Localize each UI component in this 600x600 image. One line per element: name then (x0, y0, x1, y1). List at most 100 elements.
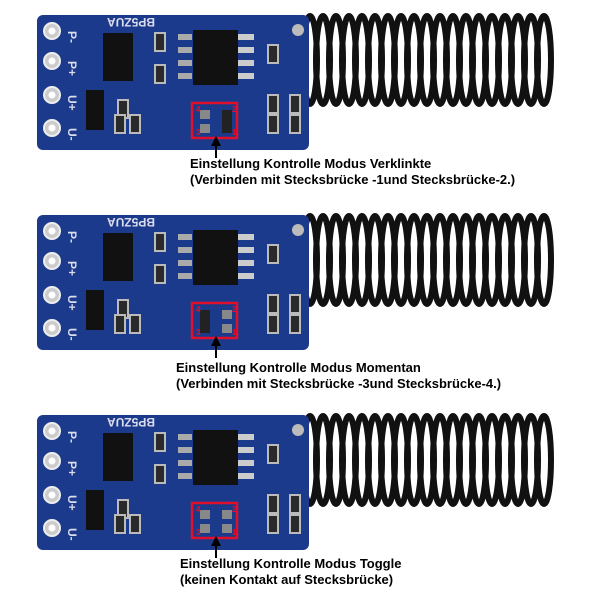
jumper-number: 4 (196, 505, 201, 514)
smd-component (114, 314, 126, 334)
ic-pin (238, 34, 254, 40)
pin-label: U+ (65, 295, 79, 311)
ic-pin (238, 247, 254, 253)
ic-pin (178, 60, 192, 66)
transistor (86, 290, 104, 330)
pin-label: U- (65, 328, 79, 341)
pin-label: P+ (65, 61, 79, 76)
ic-pin (178, 273, 192, 279)
jumper-number: 3 (196, 328, 201, 337)
caption-note: (Verbinden mit Stecksbrücke -1und Stecks… (190, 172, 516, 187)
smd-component (154, 232, 166, 252)
ic-pin (178, 460, 192, 466)
pin-hole (48, 427, 56, 435)
caption-note: (Verbinden mit Stecksbrücke -3und Stecks… (176, 376, 502, 391)
pin-hole (48, 257, 56, 265)
ic-pin (178, 47, 192, 53)
transistor (86, 90, 104, 130)
jumper-highlight-box (190, 301, 239, 340)
smd-component (267, 114, 279, 134)
smd-component (289, 514, 301, 534)
decoder-ic (193, 30, 238, 85)
regulator-chip (103, 233, 133, 281)
ic-pin (178, 260, 192, 266)
smd-component (289, 494, 301, 514)
jumper-pad (222, 524, 232, 533)
jumper-number: 2 (232, 305, 237, 314)
smd-component (267, 314, 279, 334)
pin-hole (48, 57, 56, 65)
spring-antenna (300, 213, 554, 307)
ic-pin (238, 447, 254, 453)
decoder-ic (193, 430, 238, 485)
jumper-highlight-box (190, 101, 239, 140)
antenna-solder-pad (292, 224, 304, 236)
jumper-number: 1 (232, 528, 237, 537)
pin-hole (48, 491, 56, 499)
smd-component (114, 514, 126, 534)
jumper-number: 1 (232, 128, 237, 137)
pin-hole (48, 457, 56, 465)
caption-title: Einstellung Kontrolle Modus Momentan (176, 360, 421, 375)
jumper-pad (222, 510, 232, 519)
smd-component (154, 264, 166, 284)
pin-label: P- (65, 431, 79, 443)
smd-component (129, 314, 141, 334)
regulator-chip (103, 33, 133, 81)
antenna-solder-pad (292, 24, 304, 36)
smd-component (267, 494, 279, 514)
pin-label: P+ (65, 461, 79, 476)
smd-component (154, 64, 166, 84)
pin-label: P+ (65, 261, 79, 276)
arrow-head-icon (211, 536, 221, 546)
jumper-number: 2 (232, 505, 237, 514)
jumper-bridge (200, 310, 210, 333)
smd-component (267, 444, 279, 464)
smd-component (267, 94, 279, 114)
ic-pin (238, 260, 254, 266)
smd-component (267, 514, 279, 534)
caption: Einstellung Kontrolle Modus Toggle (kein… (180, 556, 401, 588)
regulator-chip (103, 433, 133, 481)
jumper-pad (200, 110, 210, 119)
ic-pin (238, 47, 254, 53)
smd-component (154, 32, 166, 52)
ic-pin (238, 460, 254, 466)
smd-component (289, 294, 301, 314)
coil-turn (534, 213, 554, 307)
caption-title: Einstellung Kontrolle Modus Verklinkte (190, 156, 432, 171)
decoder-ic (193, 230, 238, 285)
ic-pin (238, 473, 254, 479)
smd-component (289, 94, 301, 114)
coil-turn (534, 13, 554, 107)
ic-pin (178, 247, 192, 253)
caption: Einstellung Kontrolle Modus Verklinkte (… (190, 156, 515, 188)
arrow-head-icon (211, 136, 221, 146)
jumper-pad (200, 524, 210, 533)
ic-pin (238, 234, 254, 240)
ic-pin (178, 234, 192, 240)
pin-hole (48, 324, 56, 332)
coil-turn (534, 413, 554, 507)
smd-component (267, 44, 279, 64)
silkscreen-label: BP5ZUA (107, 415, 155, 429)
pin-hole (48, 27, 56, 35)
jumper-number: 3 (196, 528, 201, 537)
pin-label: P- (65, 31, 79, 43)
ic-pin (238, 73, 254, 79)
antenna-solder-pad (292, 424, 304, 436)
silkscreen-label: BP5ZUA (107, 215, 155, 229)
ic-pin (178, 447, 192, 453)
pin-hole (48, 524, 56, 532)
smd-component (289, 314, 301, 334)
ic-pin (178, 434, 192, 440)
ic-pin (238, 273, 254, 279)
transistor (86, 490, 104, 530)
jumper-number: 1 (232, 328, 237, 337)
caption-note: (keinen Kontakt auf Stecksbrücke) (180, 572, 394, 587)
jumper-pad (200, 124, 210, 133)
